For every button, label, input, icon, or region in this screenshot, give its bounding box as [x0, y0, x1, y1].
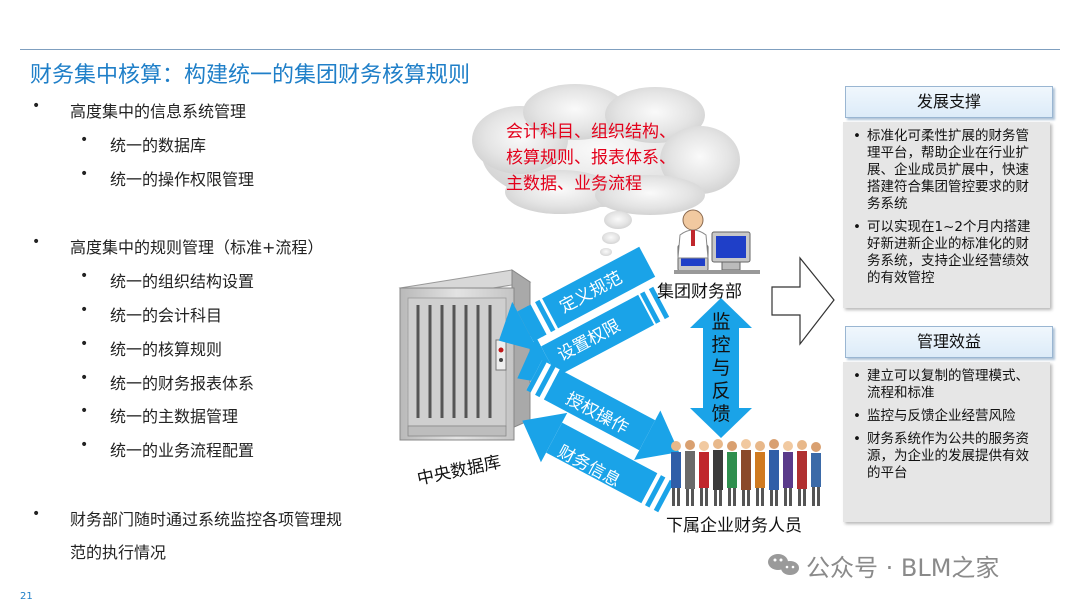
panel-item: 财务系统作为公共的服务资源，为企业的发展提供有效的平台	[853, 431, 1042, 482]
sub-bullet-text: 统一的组织结构设置	[110, 272, 255, 291]
sub-bullet: • 统一的主数据管理	[80, 403, 239, 427]
bullet-dot: •	[80, 403, 89, 419]
panel-item: 建立可以复制的管理模式、流程和标准	[853, 368, 1042, 402]
sub-bullet: • 统一的财务报表体系	[80, 370, 255, 394]
bullet-dot: •	[32, 234, 41, 250]
sub-bullet: • 统一的会计科目	[80, 302, 223, 326]
arrow-monitor-feedback	[690, 298, 752, 438]
cloud-text: 会计科目、组织结构、 核算规则、报表体系、 主数据、业务流程	[506, 119, 716, 197]
page-number: 21	[20, 591, 33, 602]
bullet-dot: •	[80, 336, 89, 352]
server-rack-icon	[398, 269, 532, 441]
panel-benefit: 建立可以复制的管理模式、流程和标准 监控与反馈企业经营风险 财务系统作为公共的服…	[843, 362, 1050, 522]
bullet-dot: •	[80, 166, 89, 182]
bullet-text: 范的执行情况	[70, 543, 167, 562]
sub-bullet-text: 统一的主数据管理	[110, 407, 239, 426]
sub-bullet-text: 统一的会计科目	[110, 306, 223, 325]
panel-item: 标准化可柔性扩展的财务管理平台，帮助企业在行业扩展、企业成员扩展中，快速搭建符合…	[853, 128, 1042, 213]
watermark: 公众号 · BLM之家	[806, 554, 1000, 582]
arrow-financial-info	[522, 412, 676, 513]
sub-bullet: • 统一的业务流程配置	[80, 437, 255, 461]
bullet-text: 高度集中的规则管理（标准+流程）	[70, 238, 324, 257]
sub-bullet: • 统一的组织结构设置	[80, 268, 255, 292]
panel-benefit-title: 管理效益	[845, 326, 1053, 358]
panel-item: 监控与反馈企业经营风险	[853, 408, 1042, 425]
sub-bullet-text: 统一的财务报表体系	[110, 374, 255, 393]
outline-right-arrow	[771, 256, 835, 346]
bullet-group-2: • 高度集中的规则管理（标准+流程）	[32, 234, 324, 258]
sub-bullet-text: 统一的业务流程配置	[110, 441, 255, 460]
panel-support: 标准化可柔性扩展的财务管理平台，帮助企业在行业扩展、企业成员扩展中，快速搭建符合…	[843, 122, 1050, 308]
bullet-dot: •	[32, 98, 41, 114]
arrow-define-standard	[498, 246, 656, 352]
sub-bullet: • 统一的核算规则	[80, 336, 223, 360]
bullet-continuation: 范的执行情况	[70, 539, 166, 563]
arrow-monitor-label: 监控与反馈	[711, 311, 731, 425]
bullet-dot: •	[32, 506, 41, 522]
bullet-dot: •	[80, 268, 89, 284]
sub-bullet-text: 统一的核算规则	[110, 340, 223, 359]
panel-item: 可以实现在1~2个月内搭建好新进新企业的标准化的财务系统，支持企业经营绩效的有效…	[853, 219, 1042, 287]
subsidiary-staff-icon	[671, 439, 821, 506]
sub-bullet-text: 统一的数据库	[110, 136, 207, 155]
bullet-dot: •	[80, 132, 89, 148]
subsidiary-staff-label: 下属企业财务人员	[666, 516, 802, 536]
page-title: 财务集中核算：构建统一的集团财务核算规则	[30, 63, 471, 88]
panel-support-title: 发展支撑	[845, 86, 1053, 118]
hq-person-computer-icon	[674, 209, 760, 274]
hq-finance-label: 集团财务部	[657, 282, 742, 302]
sub-bullet: • 统一的操作权限管理	[80, 166, 255, 190]
top-rule	[20, 49, 1060, 50]
sub-bullet: • 统一的数据库	[80, 132, 207, 156]
sub-bullet-text: 统一的操作权限管理	[110, 170, 255, 189]
thought-cloud	[472, 84, 740, 256]
bullet-dot: •	[80, 437, 89, 453]
bullet-text: 高度集中的信息系统管理	[70, 102, 247, 121]
bullet-dot: •	[80, 302, 89, 318]
bullet-group-3: • 财务部门随时通过系统监控各项管理规	[32, 506, 343, 530]
arrow-authorized-operation	[526, 360, 679, 460]
panel-benefit-list: 建立可以复制的管理模式、流程和标准 监控与反馈企业经营风险 财务系统作为公共的服…	[843, 362, 1050, 482]
bullet-group-1: • 高度集中的信息系统管理	[32, 98, 247, 122]
bullet-dot: •	[80, 370, 89, 386]
bullet-text: 财务部门随时通过系统监控各项管理规	[70, 510, 343, 529]
central-db-label: 中央数据库	[415, 452, 503, 490]
wechat-icon	[768, 554, 799, 575]
cloud-line: 主数据、业务流程	[506, 174, 642, 194]
cloud-line: 会计科目、组织结构、	[506, 122, 676, 142]
panel-support-list: 标准化可柔性扩展的财务管理平台，帮助企业在行业扩展、企业成员扩展中，快速搭建符合…	[843, 122, 1050, 287]
cloud-line: 核算规则、报表体系、	[506, 148, 676, 168]
